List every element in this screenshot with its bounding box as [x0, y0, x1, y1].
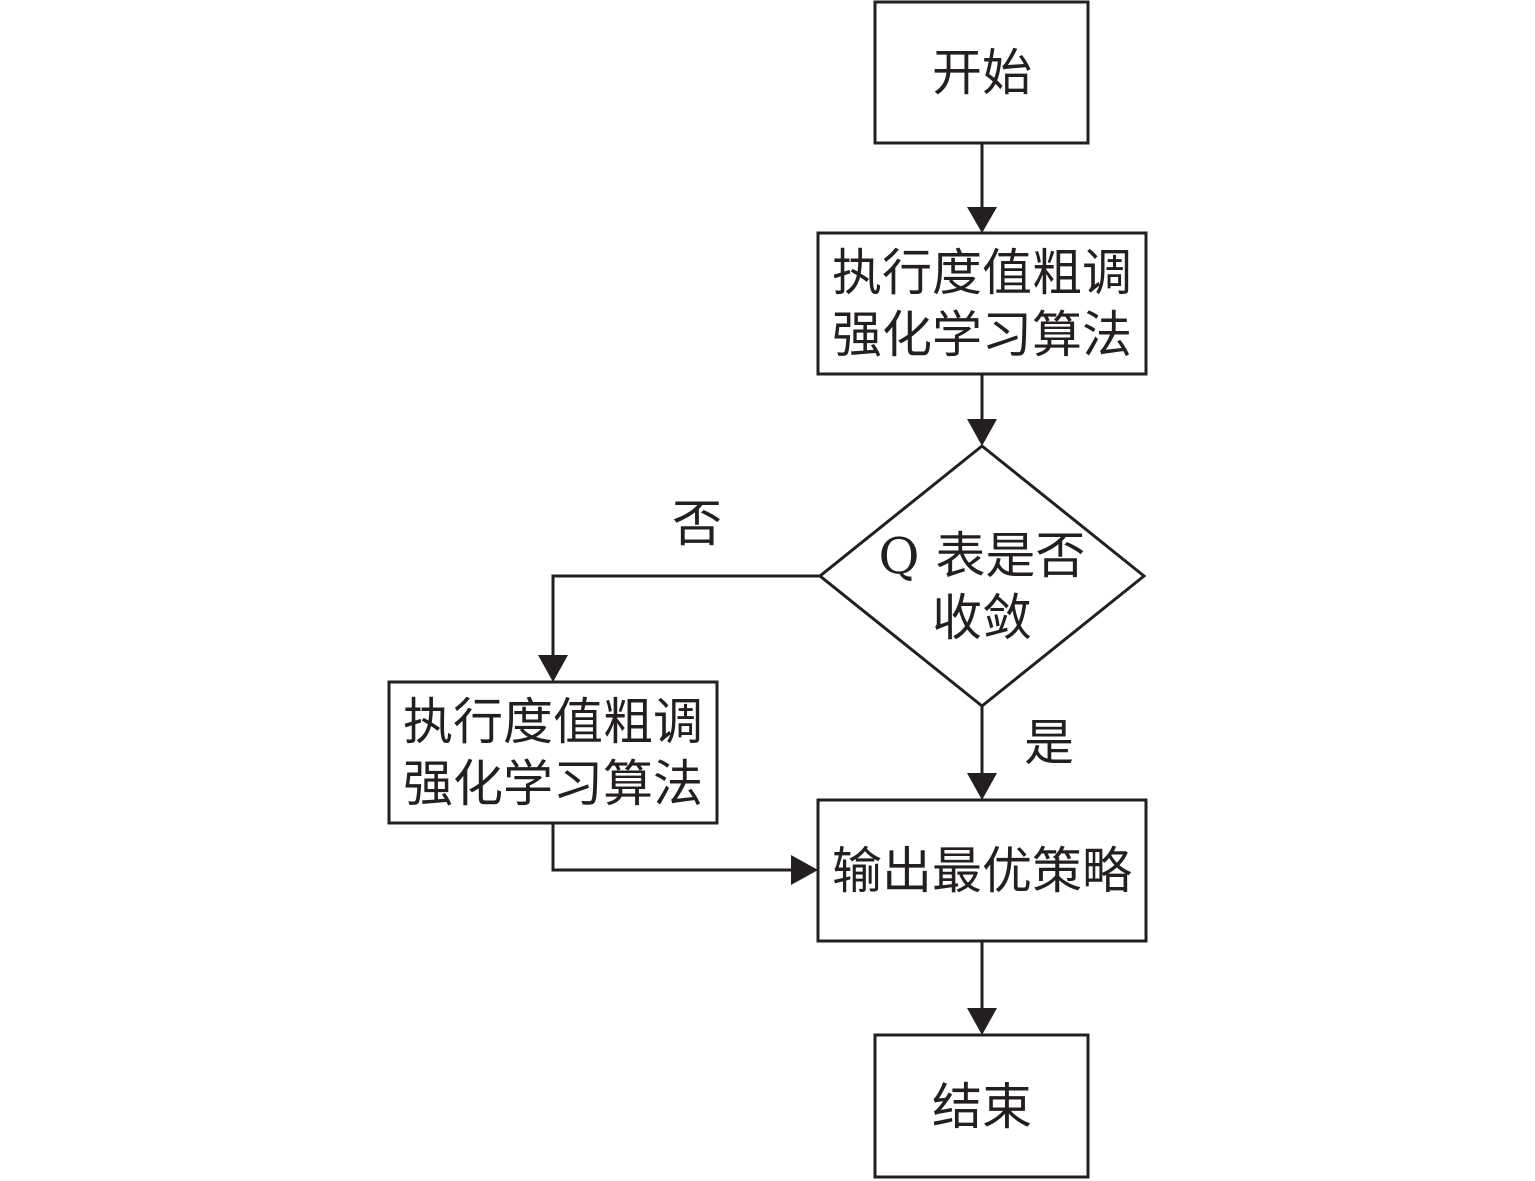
arrowhead-output-to-end — [967, 1008, 997, 1035]
end-box — [873, 1033, 1090, 1179]
process-main-line2: 强化学习算法 — [832, 306, 1132, 364]
process-retry-box — [387, 680, 719, 825]
end-node: 结束 — [873, 1033, 1090, 1179]
arrowhead-start-to-process — [967, 207, 997, 233]
arrowhead-process-to-decision — [967, 419, 997, 446]
arrowhead-retry-to-output — [791, 855, 818, 885]
decision-line2: 收敛 — [932, 589, 1032, 647]
process-main-node: 执行度值粗调 强化学习算法 — [816, 231, 1148, 376]
process-retry-node: 执行度值粗调 强化学习算法 — [387, 680, 719, 825]
start-box — [873, 0, 1090, 145]
output-label: 输出最优策略 — [832, 842, 1132, 900]
output-node: 输出最优策略 — [816, 798, 1148, 943]
arrowhead-decision-yes — [967, 773, 997, 800]
start-label: 开始 — [932, 44, 1032, 102]
process-retry-line1: 执行度值粗调 — [403, 693, 703, 751]
start-node: 开始 — [873, 0, 1090, 145]
decision-diamond — [817, 444, 1147, 708]
process-retry-line2: 强化学习算法 — [403, 755, 703, 813]
edge-label-yes: 是 — [1024, 714, 1074, 772]
decision-line1: Q 表是否 — [879, 527, 1086, 585]
decision-node: Q 表是否 收敛 — [817, 444, 1147, 708]
end-label: 结束 — [932, 1078, 1032, 1136]
process-main-line1: 执行度值粗调 — [832, 244, 1132, 302]
process-main-box — [816, 231, 1148, 376]
output-box — [816, 798, 1148, 943]
edge-label-no: 否 — [672, 495, 722, 553]
arrowhead-decision-no — [538, 655, 568, 682]
connector-decision-no — [551, 574, 820, 656]
connector-retry-to-output — [551, 823, 794, 872]
